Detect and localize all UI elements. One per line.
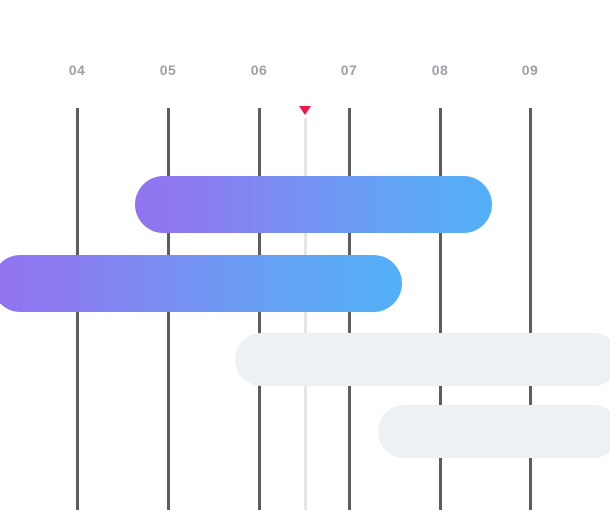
axis-tick-label-0: 04 [68,62,86,78]
axis-tick-label-1: 05 [159,62,177,78]
timeline-axis: 04 05 06 07 08 09 [0,0,610,100]
axis-tick-label-3: 07 [340,62,358,78]
axis-tick-label-2: 06 [250,62,268,78]
today-marker-line [303,118,307,510]
task-bar-2[interactable] [0,255,402,312]
axis-tick-label-4: 08 [431,62,449,78]
task-bar-4[interactable] [378,405,610,458]
task-bar-1[interactable] [135,176,492,233]
today-marker-triangle-icon[interactable] [299,106,311,115]
axis-tick-label-5: 09 [521,62,539,78]
gridline-5 [528,108,532,510]
gridline-4 [438,108,442,510]
task-bar-3[interactable] [235,333,610,386]
